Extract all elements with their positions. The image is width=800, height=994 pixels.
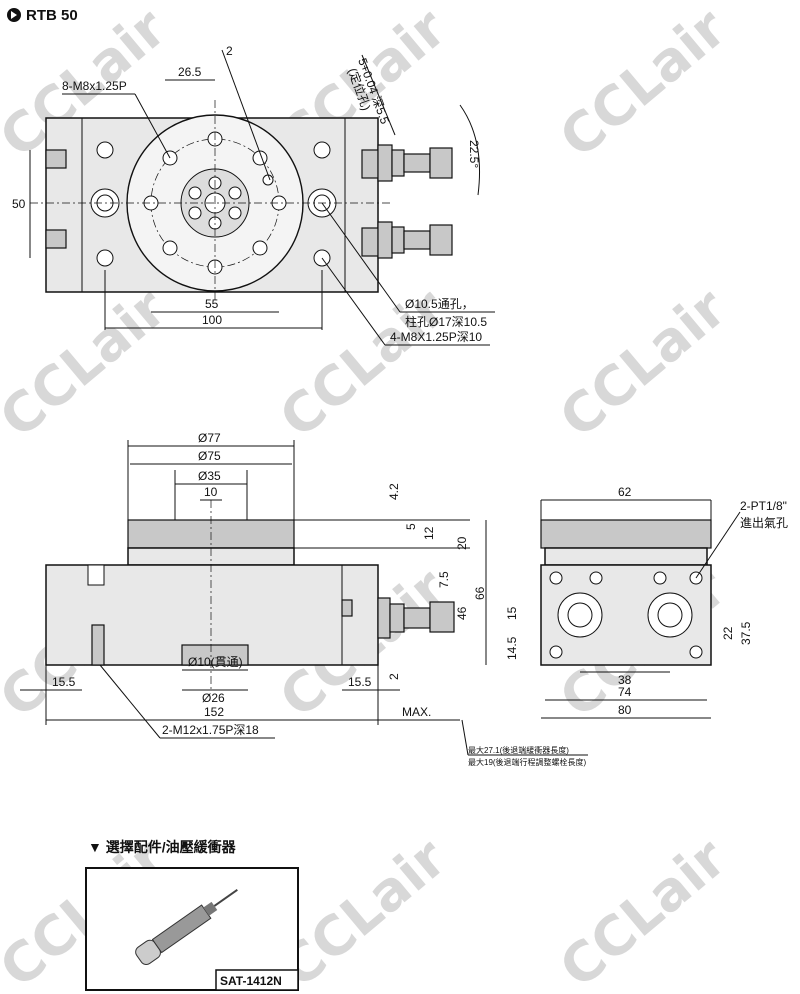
side-thread-label: 2-M12x1.75P深18 [162, 723, 259, 737]
dim-74: 74 [618, 685, 632, 699]
dim-left-15-5: 15.5 [52, 675, 76, 689]
dim-46: 46 [455, 606, 469, 620]
dim-22: 22 [721, 626, 735, 640]
dim-55: 55 [205, 297, 219, 311]
dim-5: 5 [404, 523, 418, 530]
accessory-model: SAT-1412N [220, 974, 282, 988]
dim-20: 20 [455, 536, 469, 550]
accessory-heading: ▼ 選擇配件/油壓緩衝器 [88, 839, 237, 855]
watermark: CCLair [548, 0, 738, 170]
shock-absorber-image [135, 889, 238, 966]
through-hole-label: Ø10.5通孔， [405, 297, 474, 311]
thread-holes-label: 8-M8x1.25P [62, 79, 127, 93]
note-bolt-length: 最大19(後退端行程調整螺栓長度) [468, 757, 587, 767]
counterbore-label: 柱孔Ø17深10.5 [405, 314, 487, 329]
watermark: CCLair [548, 276, 738, 450]
dim-152: 152 [204, 705, 224, 719]
dim-d77: Ø77 [198, 431, 221, 445]
dim-12: 12 [422, 526, 436, 540]
dim-80: 80 [618, 703, 632, 717]
dim-d26: Ø26 [202, 691, 225, 705]
top-view: 50 55 100 26.5 2 8-M8x1.25P 5+0.04 深5.5 … [12, 44, 495, 346]
port-label: 2-PT1/8" [740, 499, 787, 513]
angle-label: 22.5° [467, 140, 481, 168]
dim-100: 100 [202, 313, 222, 327]
dim-38: 38 [618, 673, 632, 687]
dim-max: MAX. [402, 705, 431, 719]
side-view: 62 2-PT1/8" 進出氣孔 15 14.5 38 74 80 37.5 2… [505, 485, 788, 719]
dim-2: 2 [226, 44, 233, 58]
dim-d75: Ø75 [198, 449, 221, 463]
dim-26-5: 26.5 [178, 65, 202, 79]
dim-7-5: 7.5 [437, 571, 451, 588]
front-view: Ø77 Ø75 Ø35 10 4.2 5 12 20 7.5 46 66 2 1… [20, 431, 588, 767]
port-note: 進出氣孔 [740, 516, 788, 530]
accessory-section: ▼ 選擇配件/油壓緩衝器 SAT-1412N [85, 839, 299, 991]
dim-10: 10 [204, 485, 218, 499]
dim-14-5: 14.5 [505, 636, 519, 660]
dim-height: 50 [12, 197, 26, 211]
page-title: RTB 50 [26, 7, 78, 24]
dim-62: 62 [618, 485, 632, 499]
dim-2-front: 2 [387, 673, 401, 680]
dim-d10: Ø10(貫通) [188, 655, 243, 669]
watermark: CCLair [548, 826, 738, 994]
dim-right-15-5: 15.5 [348, 675, 372, 689]
dim-4-2: 4.2 [387, 483, 401, 500]
dim-66: 66 [473, 586, 487, 600]
watermark: CCLair [0, 276, 178, 450]
note-shock-length: 最大27.1(後退端緩衝器長度) [468, 745, 569, 755]
dim-37-5: 37.5 [739, 621, 753, 645]
dim-d35: Ø35 [198, 469, 221, 483]
dim-15: 15 [505, 606, 519, 620]
mount-thread-label: 4-M8X1.25P深10 [390, 330, 482, 344]
